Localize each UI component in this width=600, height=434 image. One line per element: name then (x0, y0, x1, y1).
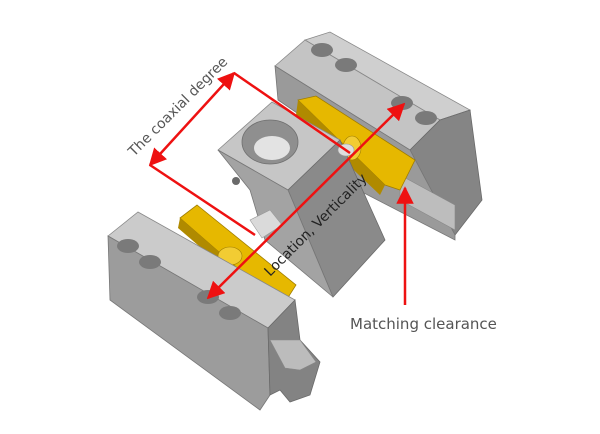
bolt-hole (311, 43, 333, 57)
annotations (148, 71, 414, 305)
pin-hole (232, 177, 240, 185)
bolt-hole (117, 239, 139, 253)
bolt-hole (415, 111, 437, 125)
coaxial-dimension-arrow (148, 71, 236, 167)
bolt-hole (335, 58, 357, 72)
bolt-hole (219, 306, 241, 320)
matching-clearance-label: Matching clearance (350, 315, 497, 333)
location-verticality-arrow (206, 102, 406, 300)
bolt-hole (139, 255, 161, 269)
coaxial-degree-label: The coaxial degree (125, 54, 231, 160)
bolt-hole (391, 96, 413, 110)
